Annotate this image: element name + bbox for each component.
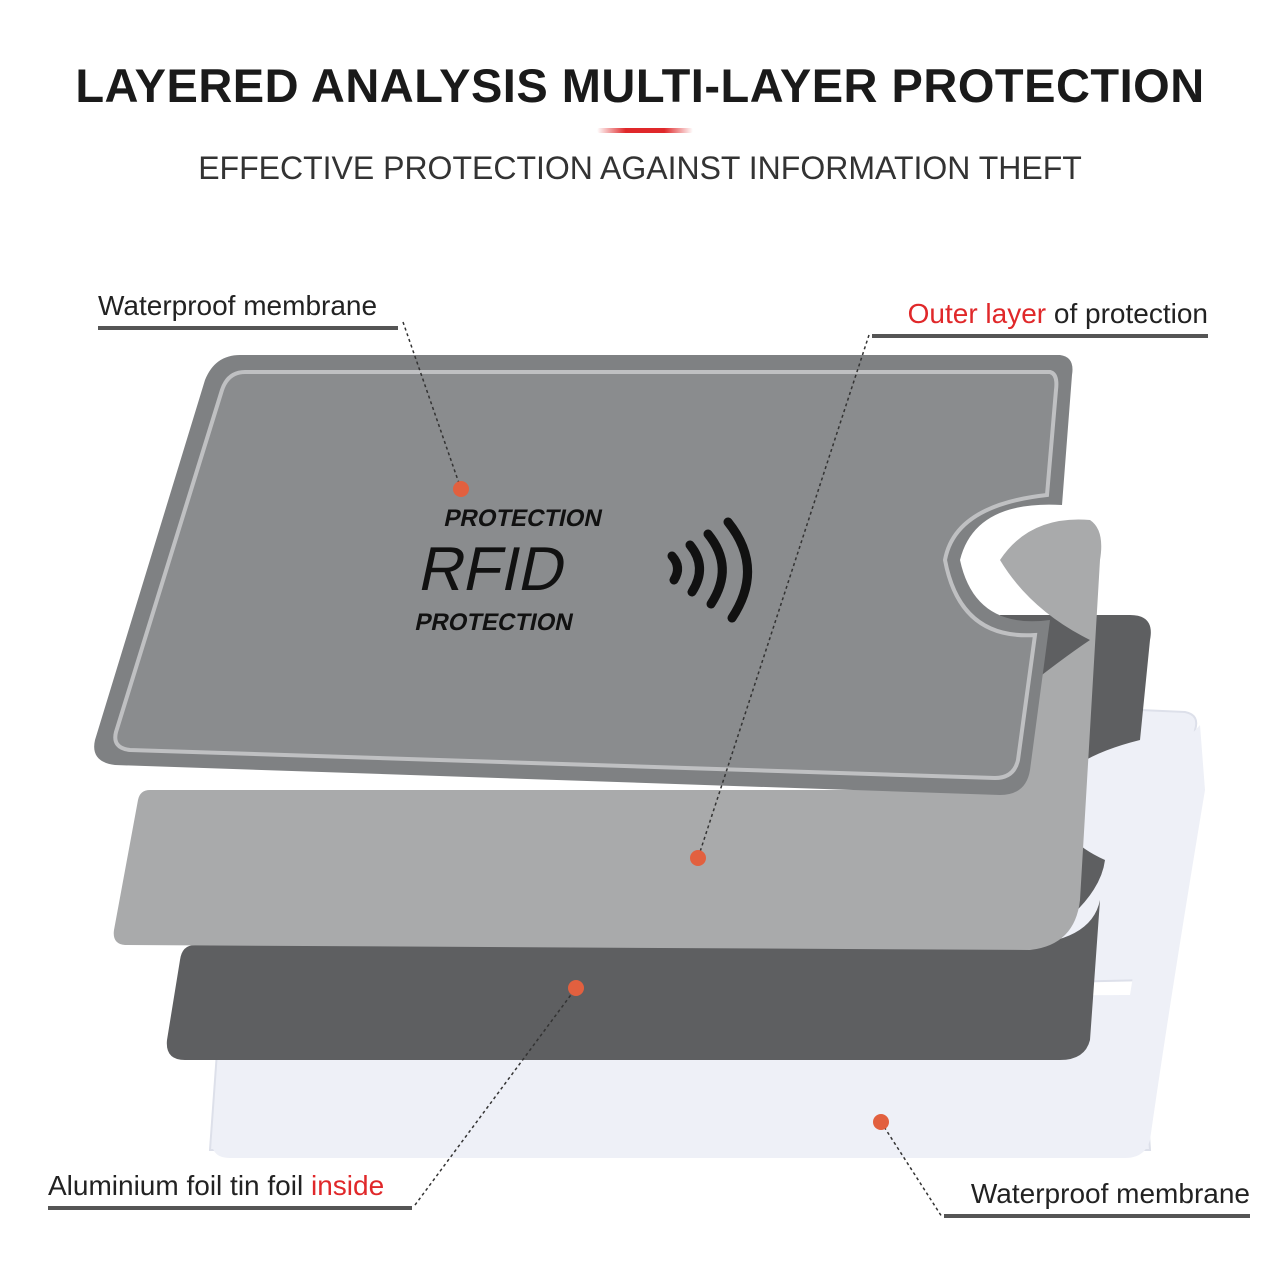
title-underline — [597, 128, 693, 133]
label-text: Aluminium foil tin foil — [48, 1170, 311, 1201]
label-waterproof-membrane-top: Waterproof membrane — [98, 290, 398, 330]
wireless-signal-icon — [667, 517, 753, 623]
page-subtitle: EFFECTIVE PROTECTION AGAINST INFORMATION… — [198, 150, 1082, 186]
marker-dot — [873, 1114, 889, 1130]
logo-main-text: RFID — [414, 535, 573, 604]
label-highlight: inside — [310, 1170, 385, 1201]
marker-dot — [690, 850, 706, 866]
rfid-logo: PROTECTION RFID PROTECTION — [413, 505, 605, 636]
label-text: Waterproof membrane — [98, 290, 378, 321]
leader-line-top-right — [697, 334, 870, 859]
leader-line-bottom-right — [880, 1121, 943, 1218]
label-text: of protection — [1046, 298, 1208, 329]
label-aluminium-foil: Aluminium foil tin foil inside — [48, 1170, 412, 1210]
label-highlight: Outer layer — [907, 298, 1047, 329]
marker-dot — [453, 481, 469, 497]
foil-layer — [113, 519, 1102, 950]
logo-bottom-text: PROTECTION — [413, 609, 576, 636]
logo-top-text: PROTECTION — [442, 505, 605, 532]
label-text: Waterproof membrane — [970, 1178, 1250, 1209]
outer-sleeve-face — [113, 370, 1059, 781]
label-outer-layer: Outer layer of protection — [872, 298, 1208, 338]
label-waterproof-membrane-bottom: Waterproof membrane — [944, 1178, 1250, 1218]
marker-dot — [568, 980, 584, 996]
page-title: LAYERED ANALYSIS MULTI-LAYER PROTECTION — [75, 59, 1205, 112]
